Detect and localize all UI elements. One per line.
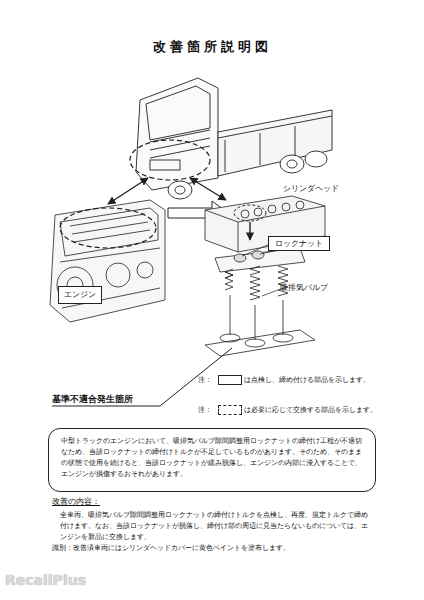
focus-ellipse <box>130 140 210 180</box>
truck-drawing <box>136 78 332 199</box>
part-name: シリンダヘッド <box>283 184 339 194</box>
body-text: 識別：改善済車両にはシリンダヘッドカバーに黄色ペイントを塗布します。 <box>52 543 392 553</box>
body-text: 全車両、吸排気バルブ隙間調整用ロックナットの締付けトルクを点検し、再度、規定トル… <box>60 509 372 542</box>
note-prefix: 注： <box>198 375 212 385</box>
section-heading: 改善の内容： <box>52 497 100 507</box>
node-text: 中型トラックのエンジンにおいて、吸排気バルブ隙間調整用ロックナットの締付け工程が… <box>61 435 363 479</box>
description-box: 中型トラックのエンジンにおいて、吸排気バルブ隙間調整用ロックナットの締付け工程が… <box>48 428 376 492</box>
leader-line <box>160 348 232 406</box>
note-prefix: 注： <box>198 405 212 415</box>
node-text: エンジン <box>59 287 101 303</box>
leader-line <box>242 244 270 256</box>
engine-drawing <box>50 200 165 322</box>
pointer-arrow <box>190 178 226 200</box>
pointer-arrow <box>108 178 148 204</box>
focus-ellipse <box>60 208 156 248</box>
watermark: RecallPlus <box>5 572 86 588</box>
legend-sample <box>218 405 242 415</box>
focus-ellipse <box>234 205 266 221</box>
location-heading: 基準不適合発生箇所 <box>52 393 133 406</box>
node-text: ロックナット <box>269 237 329 250</box>
underline <box>52 406 160 407</box>
legend-text: は必要に応じて交換する部品を示します。 <box>244 405 377 415</box>
part-label-box: エンジン <box>58 286 102 304</box>
legend-text: は点検し、締め付ける部品を示します。 <box>244 375 370 385</box>
legend-sample <box>218 375 242 385</box>
part-label-box: ロックナット <box>268 236 330 251</box>
leader-line <box>262 290 278 296</box>
diagram-title: 改善箇所説明図 <box>0 38 424 56</box>
valve-drawing <box>205 248 315 356</box>
pointer-arrow <box>249 222 250 240</box>
part-name: 吸排気バルブ <box>280 283 328 293</box>
